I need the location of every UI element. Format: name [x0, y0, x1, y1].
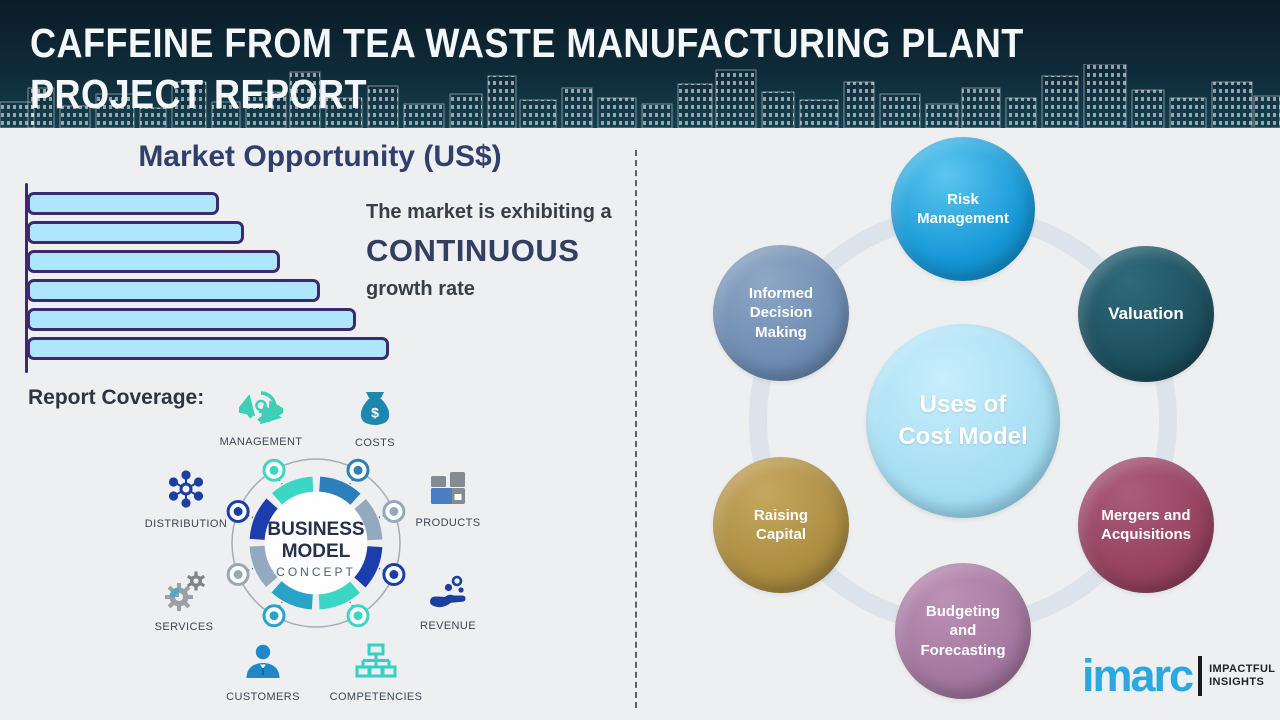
imarc-tagline-line2: INSIGHTS: [1209, 676, 1265, 688]
imarc-logo-text: imarc: [1082, 650, 1194, 701]
bm-item-label: SERVICES: [154, 621, 214, 633]
bubble-uses-of-cost-model: Uses of Cost Model: [866, 324, 1060, 518]
bar: [27, 221, 244, 244]
bm-nodes: [226, 458, 406, 628]
bm-item-label: REVENUE: [420, 620, 476, 632]
bm-item-label: PRODUCTS: [415, 517, 481, 529]
bm-item-label: CUSTOMERS: [226, 691, 300, 703]
imarc-logo: imarc IMPACTFUL INSIGHTS: [1082, 650, 1275, 701]
report-coverage-label: Report Coverage:: [28, 386, 205, 409]
market-opportunity-title: Market Opportunity (US$): [138, 140, 502, 173]
bubble-text: Mergers and: [1101, 506, 1191, 524]
bm-item-services: SERVICES: [126, 570, 242, 633]
bm-item-distribution: DISTRIBUTION: [128, 467, 244, 530]
customers-person-icon: [246, 644, 280, 678]
bubble-text: Forecasting: [920, 641, 1006, 659]
bm-item-customers: CUSTOMERS: [205, 640, 321, 703]
dashed-divider: [635, 150, 637, 708]
page-title: CAFFEINE FROM TEA WASTE MANUFACTURING PL…: [30, 18, 1024, 120]
bubble-text: Risk: [947, 190, 979, 208]
bubble-budgeting-forecasting: Budgeting and Forecasting: [895, 563, 1031, 699]
bm-outer-circle: [231, 458, 401, 628]
bar-chart-axis: [25, 183, 28, 373]
management-recycle-bulb-icon: [235, 391, 288, 425]
growth-statement-suffix: growth rate: [366, 278, 475, 300]
bubble-informed-decision-making: Informed Decision Making: [713, 245, 849, 381]
bubble-text: Budgeting: [925, 602, 1001, 620]
bar: [27, 308, 356, 331]
bubble-text: Valuation: [1108, 303, 1184, 323]
bm-item-competencies: COMPETENCIES: [318, 640, 434, 703]
products-box-icon: [431, 472, 465, 504]
imarc-tagline-line1: IMPACTFUL: [1209, 663, 1276, 675]
growth-statement-highlight: CONTINUOUS: [366, 233, 580, 268]
costs-money-bag-icon: $: [360, 392, 390, 425]
business-model-diagram: BUSINESS MODEL CONCEPT: [226, 458, 406, 628]
page-title-line1: CAFFEINE FROM TEA WASTE MANUFACTURING PL…: [30, 20, 1024, 66]
bubble-text: and: [949, 622, 977, 640]
bubble-text: Informed: [748, 284, 814, 302]
city-skyline-graphic: [0, 64, 1280, 128]
bar: [27, 279, 320, 302]
bubble-valuation: Valuation: [1078, 246, 1214, 382]
bubble-text: Capital: [755, 526, 806, 543]
bar: [27, 250, 280, 273]
bm-inner-disc: [265, 492, 367, 594]
bubble-text: Acquisitions: [1100, 526, 1191, 543]
bubble-text: Making: [755, 323, 807, 341]
bar-chart-bars: [27, 192, 389, 366]
bar: [27, 192, 219, 215]
bm-item-costs: $ COSTS: [317, 386, 433, 449]
bm-center-title-line1: BUSINESS: [267, 519, 364, 540]
bubble-mergers-acquisitions: Mergers and Acquisitions: [1078, 457, 1214, 593]
revenue-hand-coins-icon: [430, 575, 466, 608]
bubble-risk-management: Risk Management: [891, 137, 1035, 281]
imarc-tagline: IMPACTFUL INSIGHTS: [1209, 663, 1275, 689]
growth-statement-prefix: The market is exhibiting a: [366, 201, 612, 223]
bm-center-subtitle: CONCEPT: [276, 565, 356, 579]
bubble-text: Management: [917, 210, 1009, 227]
bubble-text: Decision: [749, 304, 813, 322]
bar: [27, 337, 389, 360]
bm-item-label: COSTS: [355, 437, 395, 449]
competencies-org-chart-icon: [355, 643, 397, 678]
bm-item-label: DISTRIBUTION: [144, 518, 228, 530]
bm-item-label: COMPETENCIES: [329, 691, 423, 703]
services-gears-icon: [165, 571, 206, 611]
bm-ring-segments: [249, 476, 383, 610]
page-title-line2: PROJECT REPORT: [30, 71, 367, 117]
logo-divider-bar: [1198, 656, 1203, 696]
bm-item-label: MANAGEMENT: [219, 436, 303, 448]
header-banner: CAFFEINE FROM TEA WASTE MANUFACTURING PL…: [0, 0, 1280, 128]
bm-item-products: PRODUCTS: [390, 466, 506, 529]
bubble-text: Cost Model: [898, 423, 1028, 450]
svg-text:$: $: [371, 405, 379, 421]
bm-item-revenue: REVENUE: [390, 569, 506, 632]
bubble-text: Uses of: [919, 390, 1007, 418]
growth-statement: The market is exhibiting a CONTINUOUS gr…: [366, 201, 634, 301]
distribution-network-icon: [168, 470, 204, 508]
bm-center-title-line2: MODEL: [282, 541, 351, 562]
bm-item-management: MANAGEMENT: [203, 385, 319, 448]
bubble-text: Raising: [753, 506, 809, 524]
bubble-raising-capital: Raising Capital: [713, 457, 849, 593]
